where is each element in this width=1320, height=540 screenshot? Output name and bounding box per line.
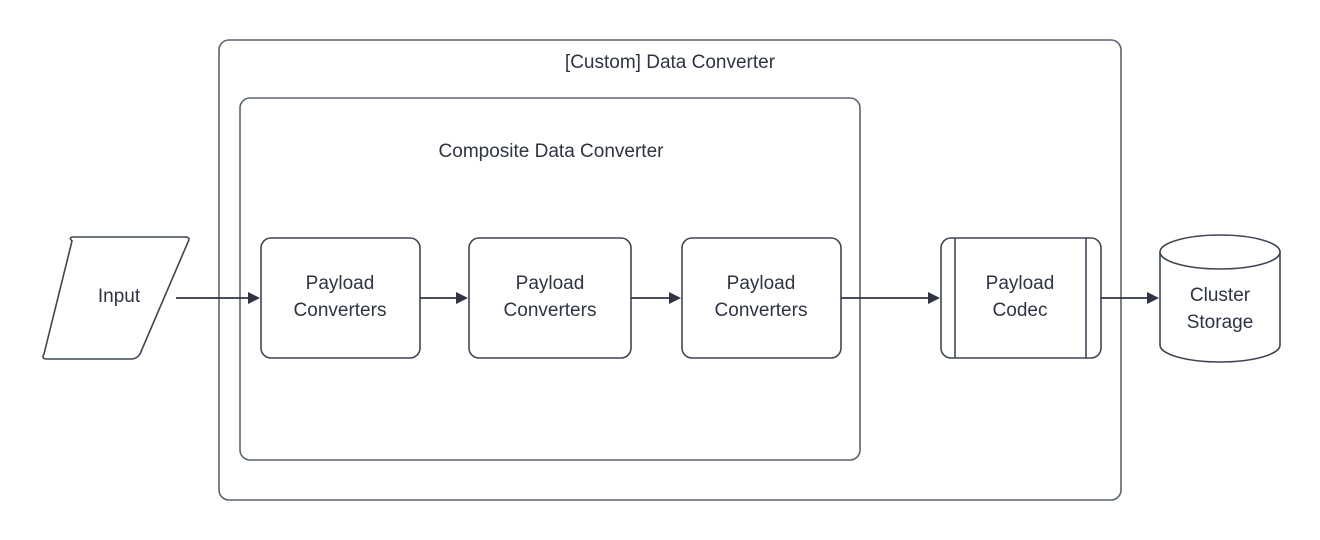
node-payload-converters-1-label-line2: Converters	[294, 300, 387, 321]
node-payload-converters-2-label-line1: Payload	[516, 273, 585, 294]
node-input-label: Input	[98, 286, 141, 307]
node-payload-converters-1-label-line1: Payload	[306, 273, 375, 294]
node-payload-converters-3-label-line2: Converters	[715, 300, 808, 321]
container-custom-data-converter-label: [Custom] Data Converter	[565, 52, 776, 73]
edge-codec-to-cluster-storage-arrowhead	[1147, 292, 1159, 304]
node-payload-codec-label-line1: Payload	[986, 273, 1055, 294]
container-composite-data-converter[interactable]	[239, 97, 861, 461]
node-payload-converters-3-shape[interactable]	[681, 237, 842, 359]
node-payload-converters-3-label-line1: Payload	[727, 273, 796, 294]
node-payload-converters-2-label-line2: Converters	[504, 300, 597, 321]
node-payload-converters-2-shape[interactable]	[468, 237, 632, 359]
edge-converters-1-to-2-arrowhead	[456, 292, 468, 304]
edge-converters-3-to-codec-arrowhead	[928, 292, 940, 304]
edge-converters-2-to-3-arrowhead	[669, 292, 681, 304]
node-cluster-storage-label-line2: Storage	[1187, 312, 1254, 333]
node-payload-codec-label-line2: Codec	[993, 300, 1048, 321]
node-payload-converters-1-shape[interactable]	[260, 237, 421, 359]
edge-input-to-converters-1-arrowhead	[248, 292, 260, 304]
node-cluster-storage-top	[1159, 234, 1281, 270]
container-custom-data-converter[interactable]	[218, 39, 1122, 501]
node-input-shape[interactable]	[42, 236, 190, 360]
container-composite-data-converter-label: Composite Data Converter	[439, 141, 665, 162]
node-cluster-storage-label-line1: Cluster	[1190, 285, 1251, 306]
node-payload-codec-shape[interactable]	[940, 237, 1102, 359]
node-cluster-storage-body[interactable]	[1159, 251, 1281, 363]
